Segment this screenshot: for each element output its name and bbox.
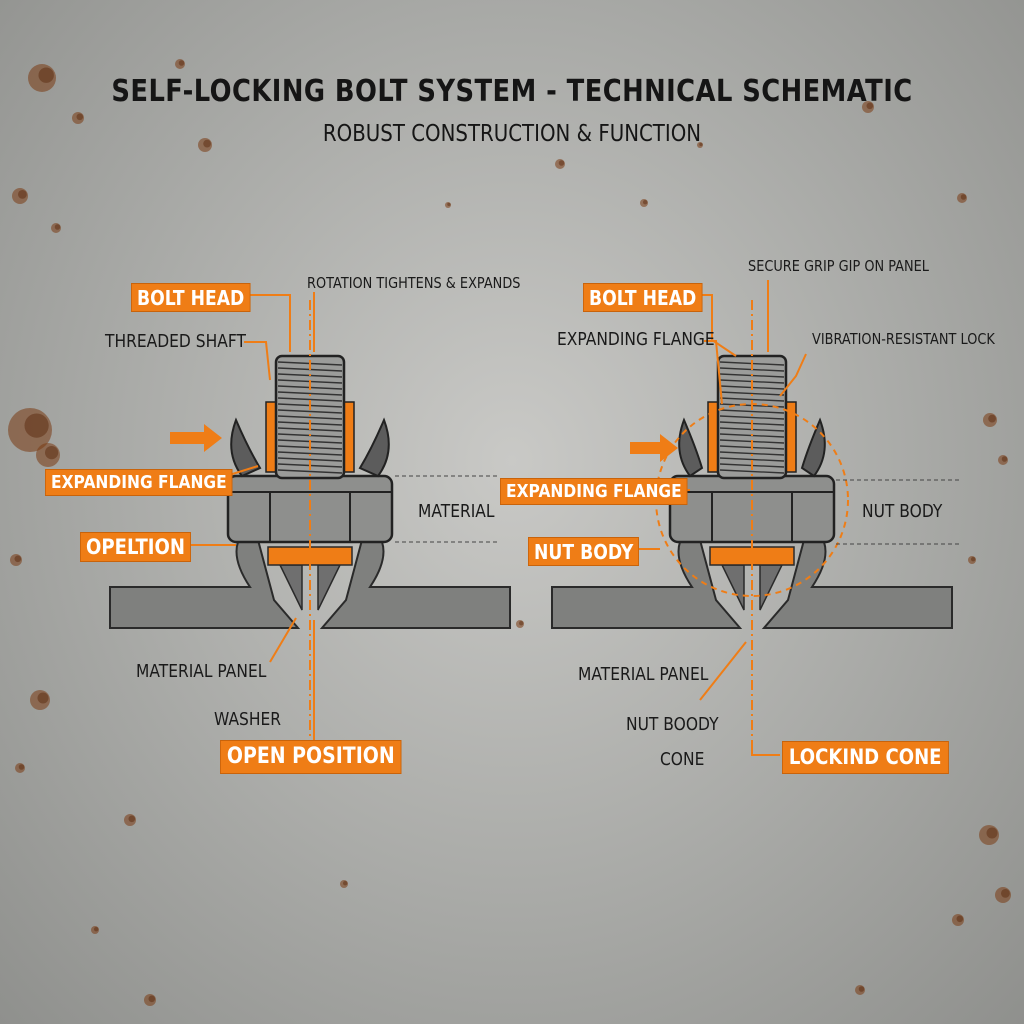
- right-expanding-flange-top-label: EXPANDING FLANGE: [557, 329, 715, 350]
- rust-spot: [986, 827, 998, 839]
- rust-spot: [18, 764, 25, 770]
- left-flange-left: [230, 417, 262, 478]
- left-material-label: MATERIAL: [418, 501, 495, 522]
- rust-spot: [699, 142, 703, 147]
- rust-spot: [343, 881, 348, 886]
- rust-spot: [558, 160, 565, 166]
- right-thread-line: [719, 409, 785, 414]
- rust-spot: [94, 927, 99, 932]
- right-thread-line: [719, 391, 785, 396]
- rust-spot: [971, 557, 976, 562]
- right-panel-right: [761, 538, 953, 629]
- left-push-arrow: [170, 424, 222, 452]
- left-sleeve-right: [343, 401, 355, 473]
- left-cone-right: [317, 564, 342, 611]
- left-panel-right: [319, 538, 511, 629]
- rust-spot: [24, 413, 49, 438]
- right-nut-body-side-label: NUT BODY: [862, 501, 943, 522]
- right-material-panel-label: MATERIAL PANEL: [578, 664, 709, 685]
- left-open-position-label: OPEN POSITION: [220, 740, 402, 774]
- right-bolt-head-label: BOLT HEAD: [583, 283, 703, 312]
- rust-spot: [54, 224, 61, 230]
- right-secure-grip-note: SECURE GRIP GIP ON PANEL: [748, 257, 930, 275]
- left-washer-label: WASHER: [214, 709, 282, 730]
- left-panel-left: [109, 538, 301, 629]
- right-cone-leader: [699, 641, 747, 701]
- page-subtitle: ROBUST CONSTRUCTION & FUNCTION: [322, 121, 702, 147]
- left-expanding-flange-label: EXPANDING FLANGE: [45, 469, 233, 496]
- rust-spot: [519, 621, 524, 626]
- left-opeltion-label: OPELTION: [80, 532, 191, 562]
- rust-spot: [447, 202, 451, 207]
- rust-spot: [858, 986, 865, 992]
- right-flange-right: [800, 417, 826, 478]
- rust-spot: [203, 139, 211, 148]
- left-thread-line: [277, 451, 343, 456]
- right-expanding-flange-label: EXPANDING FLANGE: [500, 478, 688, 505]
- rust-spot: [960, 194, 967, 200]
- right-nut-body-label: NUT BODY: [528, 537, 640, 566]
- rust-spot: [988, 414, 996, 423]
- left-thread-line: [277, 415, 343, 420]
- rust-spot: [14, 555, 22, 563]
- left-thread-line: [277, 457, 343, 462]
- right-vibration-leader: [779, 353, 807, 397]
- right-vibration-lock-label: VIBRATION-RESISTANT LOCK: [812, 330, 995, 348]
- right-push-arrow: [630, 434, 678, 462]
- right-thread-line: [719, 457, 785, 462]
- right-thread-line: [719, 397, 785, 402]
- right-bolt-assembly: [551, 300, 953, 740]
- left-threaded-shaft-label: THREADED SHAFT: [105, 331, 246, 352]
- rust-spot: [866, 102, 874, 110]
- rust-spot: [956, 915, 964, 923]
- right-cone-right: [759, 564, 784, 611]
- right-panel-left: [551, 538, 743, 629]
- right-locking-cone-leader: [751, 740, 780, 756]
- rust-spot: [37, 692, 49, 704]
- rust-spot: [76, 113, 84, 121]
- right-flange-left: [678, 417, 704, 478]
- left-bolt-assembly: [109, 300, 511, 740]
- rust-spot: [45, 446, 59, 460]
- right-thread-line: [719, 415, 785, 420]
- left-thread-line: [277, 391, 343, 396]
- right-sleeve-right: [785, 401, 797, 473]
- rust-spot: [1001, 889, 1010, 898]
- left-rotation-note: ROTATION TIGHTENS & EXPANDS: [307, 274, 521, 292]
- rust-spot: [178, 60, 185, 66]
- right-nut-boody-label: NUT BOODY: [626, 714, 719, 735]
- page-title: SELF-LOCKING BOLT SYSTEM - TECHNICAL SCH…: [111, 74, 913, 109]
- left-thread-line: [277, 409, 343, 414]
- left-flange-right: [358, 417, 390, 478]
- left-material-panel-label: MATERIAL PANEL: [136, 661, 267, 682]
- right-locking-cone-label: LOCKIND CONE: [782, 741, 949, 774]
- rust-spot: [128, 815, 136, 823]
- left-bolt-head-label: BOLT HEAD: [131, 283, 251, 312]
- left-sleeve-left: [265, 401, 277, 473]
- rust-spot: [18, 190, 27, 199]
- left-thread-line: [277, 469, 343, 474]
- left-thread-line: [277, 397, 343, 402]
- left-threaded-shaft-leader: [244, 341, 271, 381]
- rust-spot: [1001, 456, 1008, 462]
- rust-spot: [643, 200, 648, 205]
- right-expanding-flange-top-leader: [704, 340, 723, 405]
- right-cone-left: [720, 564, 745, 611]
- right-thread-line: [719, 451, 785, 456]
- rust-spot: [148, 995, 156, 1003]
- right-thread-line: [719, 469, 785, 474]
- left-material-panel-leader: [269, 617, 297, 663]
- rust-spot: [38, 67, 54, 83]
- left-cone-left: [278, 564, 303, 611]
- right-cone-label: CONE: [660, 749, 705, 770]
